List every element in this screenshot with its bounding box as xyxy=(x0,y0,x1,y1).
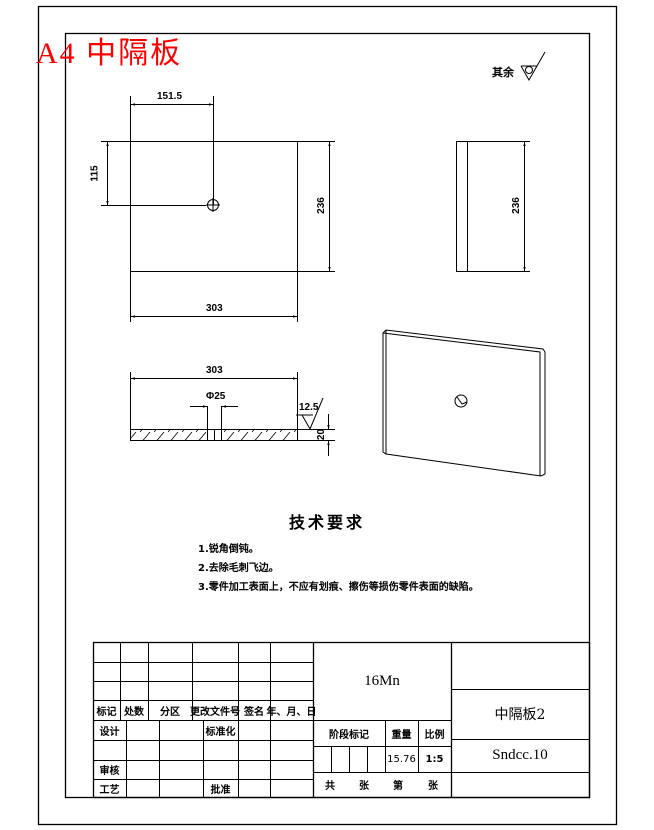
tech-requirement-item: 1.锐角倒钝。 xyxy=(198,544,259,555)
title-block-grid xyxy=(92,641,591,799)
header-date: 年、月、日 xyxy=(266,706,317,718)
scale-value: 1:5 xyxy=(425,753,444,765)
section-view xyxy=(130,372,335,456)
scale-label: 比例 xyxy=(424,729,445,741)
dim-side-height: 236 xyxy=(510,197,522,214)
side-view xyxy=(456,141,530,272)
dim-section-width: 303 xyxy=(206,365,223,376)
label-process: 工艺 xyxy=(99,784,120,796)
sheet-index-suffix: 张 xyxy=(428,781,438,792)
dim-thickness: 20 xyxy=(316,428,328,441)
dim-hole-diameter: Φ25 xyxy=(206,391,226,402)
label-approve: 批准 xyxy=(210,784,231,796)
dim-front-width: 303 xyxy=(206,303,223,314)
sheet-index-prefix: 第 xyxy=(393,781,403,792)
tech-requirements-title: 技术要求 xyxy=(288,513,365,532)
drawing-number: Sndcc.10 xyxy=(492,747,548,763)
header-signature: 签名 xyxy=(244,706,264,718)
sheet-total-prefix: 共 xyxy=(325,781,335,792)
label-standardization: 标准化 xyxy=(205,726,236,738)
header-zone: 分区 xyxy=(160,706,180,718)
weight-label: 重量 xyxy=(391,729,412,741)
dim-hole-y: 115 xyxy=(89,165,101,182)
weight-value: 15.76 xyxy=(387,753,416,765)
surface-roughness-note: 其余 xyxy=(492,66,514,79)
stage-mark-label: 阶段标记 xyxy=(329,729,369,741)
header-mark: 标记 xyxy=(96,706,117,718)
dim-hole-x: 151.5 xyxy=(157,91,183,102)
label-design: 设计 xyxy=(99,726,120,738)
sheet-total-suffix: 张 xyxy=(359,781,369,792)
tech-requirement-item: 3.零件加工表面上，不应有划痕、擦伤等损伤零件表面的缺陷。 xyxy=(198,582,479,593)
roughness-symbol-icon xyxy=(520,51,546,82)
roughness-value: 12.5 xyxy=(299,402,319,413)
sheet-title-stamp: A4 中隔板 xyxy=(36,37,183,70)
material: 16Mn xyxy=(364,672,400,689)
tech-requirements-list: 1.锐角倒钝。 2.去除毛刺飞边。 3.零件加工表面上，不应有划痕、擦伤等损伤零… xyxy=(198,540,479,597)
header-count: 处数 xyxy=(124,706,144,718)
header-change-doc: 更改文件号 xyxy=(190,706,240,718)
label-review: 审核 xyxy=(99,766,120,777)
isometric-view xyxy=(382,329,546,477)
dim-front-height: 236 xyxy=(315,197,327,214)
part-name: 中隔板2 xyxy=(494,707,546,723)
tech-requirement-item: 2.去除毛刺飞边。 xyxy=(198,563,279,574)
outer-border xyxy=(37,5,618,826)
front-view xyxy=(101,96,335,322)
